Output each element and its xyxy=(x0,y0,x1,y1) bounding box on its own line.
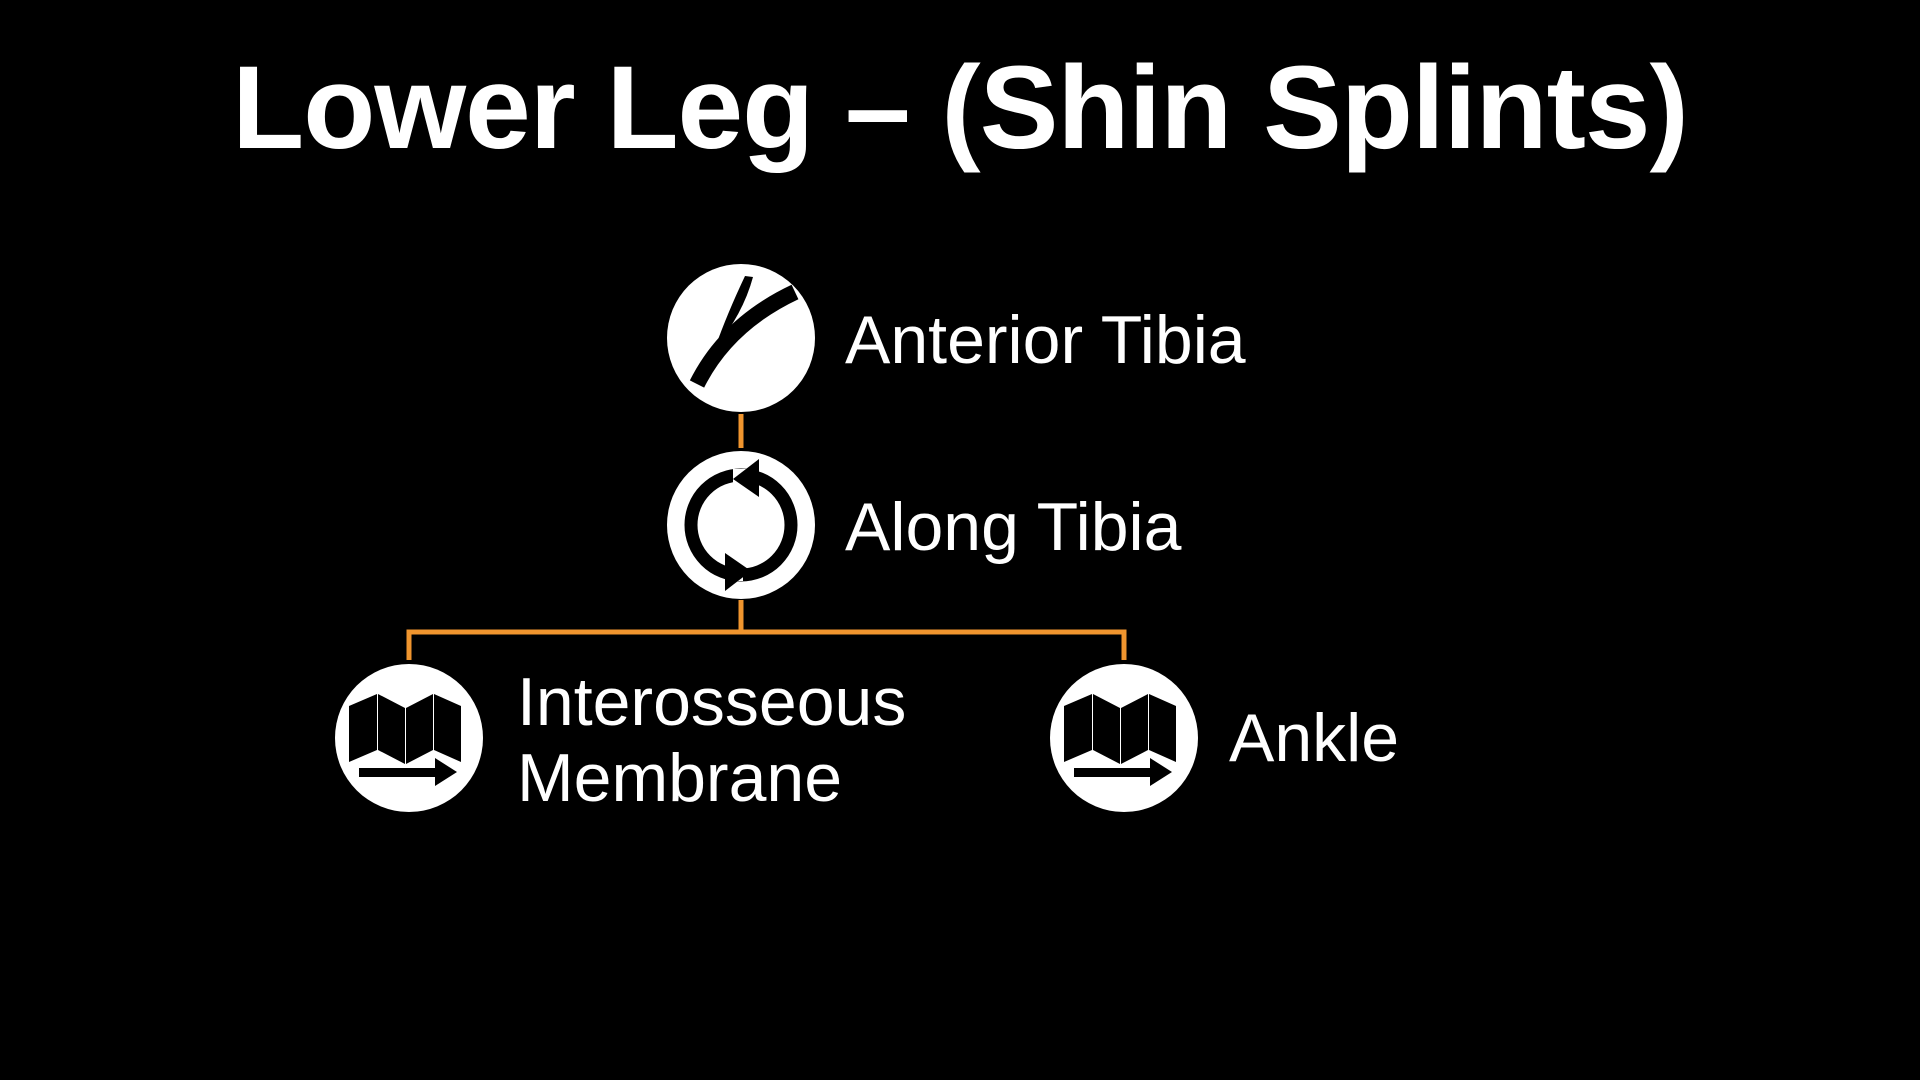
bone-fracture-icon xyxy=(667,264,815,412)
label-ankle: Ankle xyxy=(1229,700,1400,776)
connector-branch xyxy=(406,629,1127,660)
label-anterior-tibia: Anterior Tibia xyxy=(845,302,1246,378)
folded-map-arrow-icon xyxy=(1050,664,1198,812)
label-interosseous-membrane: Interosseous Membrane xyxy=(517,664,906,816)
label-along-tibia: Along Tibia xyxy=(845,489,1182,565)
folded-map-arrow-icon xyxy=(335,664,483,812)
label-line-1: Interosseous xyxy=(517,664,907,740)
cycle-arrows-icon xyxy=(667,451,815,599)
slide-title: Lower Leg – (Shin Splints) xyxy=(232,42,1689,174)
label-line-2: Membrane xyxy=(517,740,843,816)
